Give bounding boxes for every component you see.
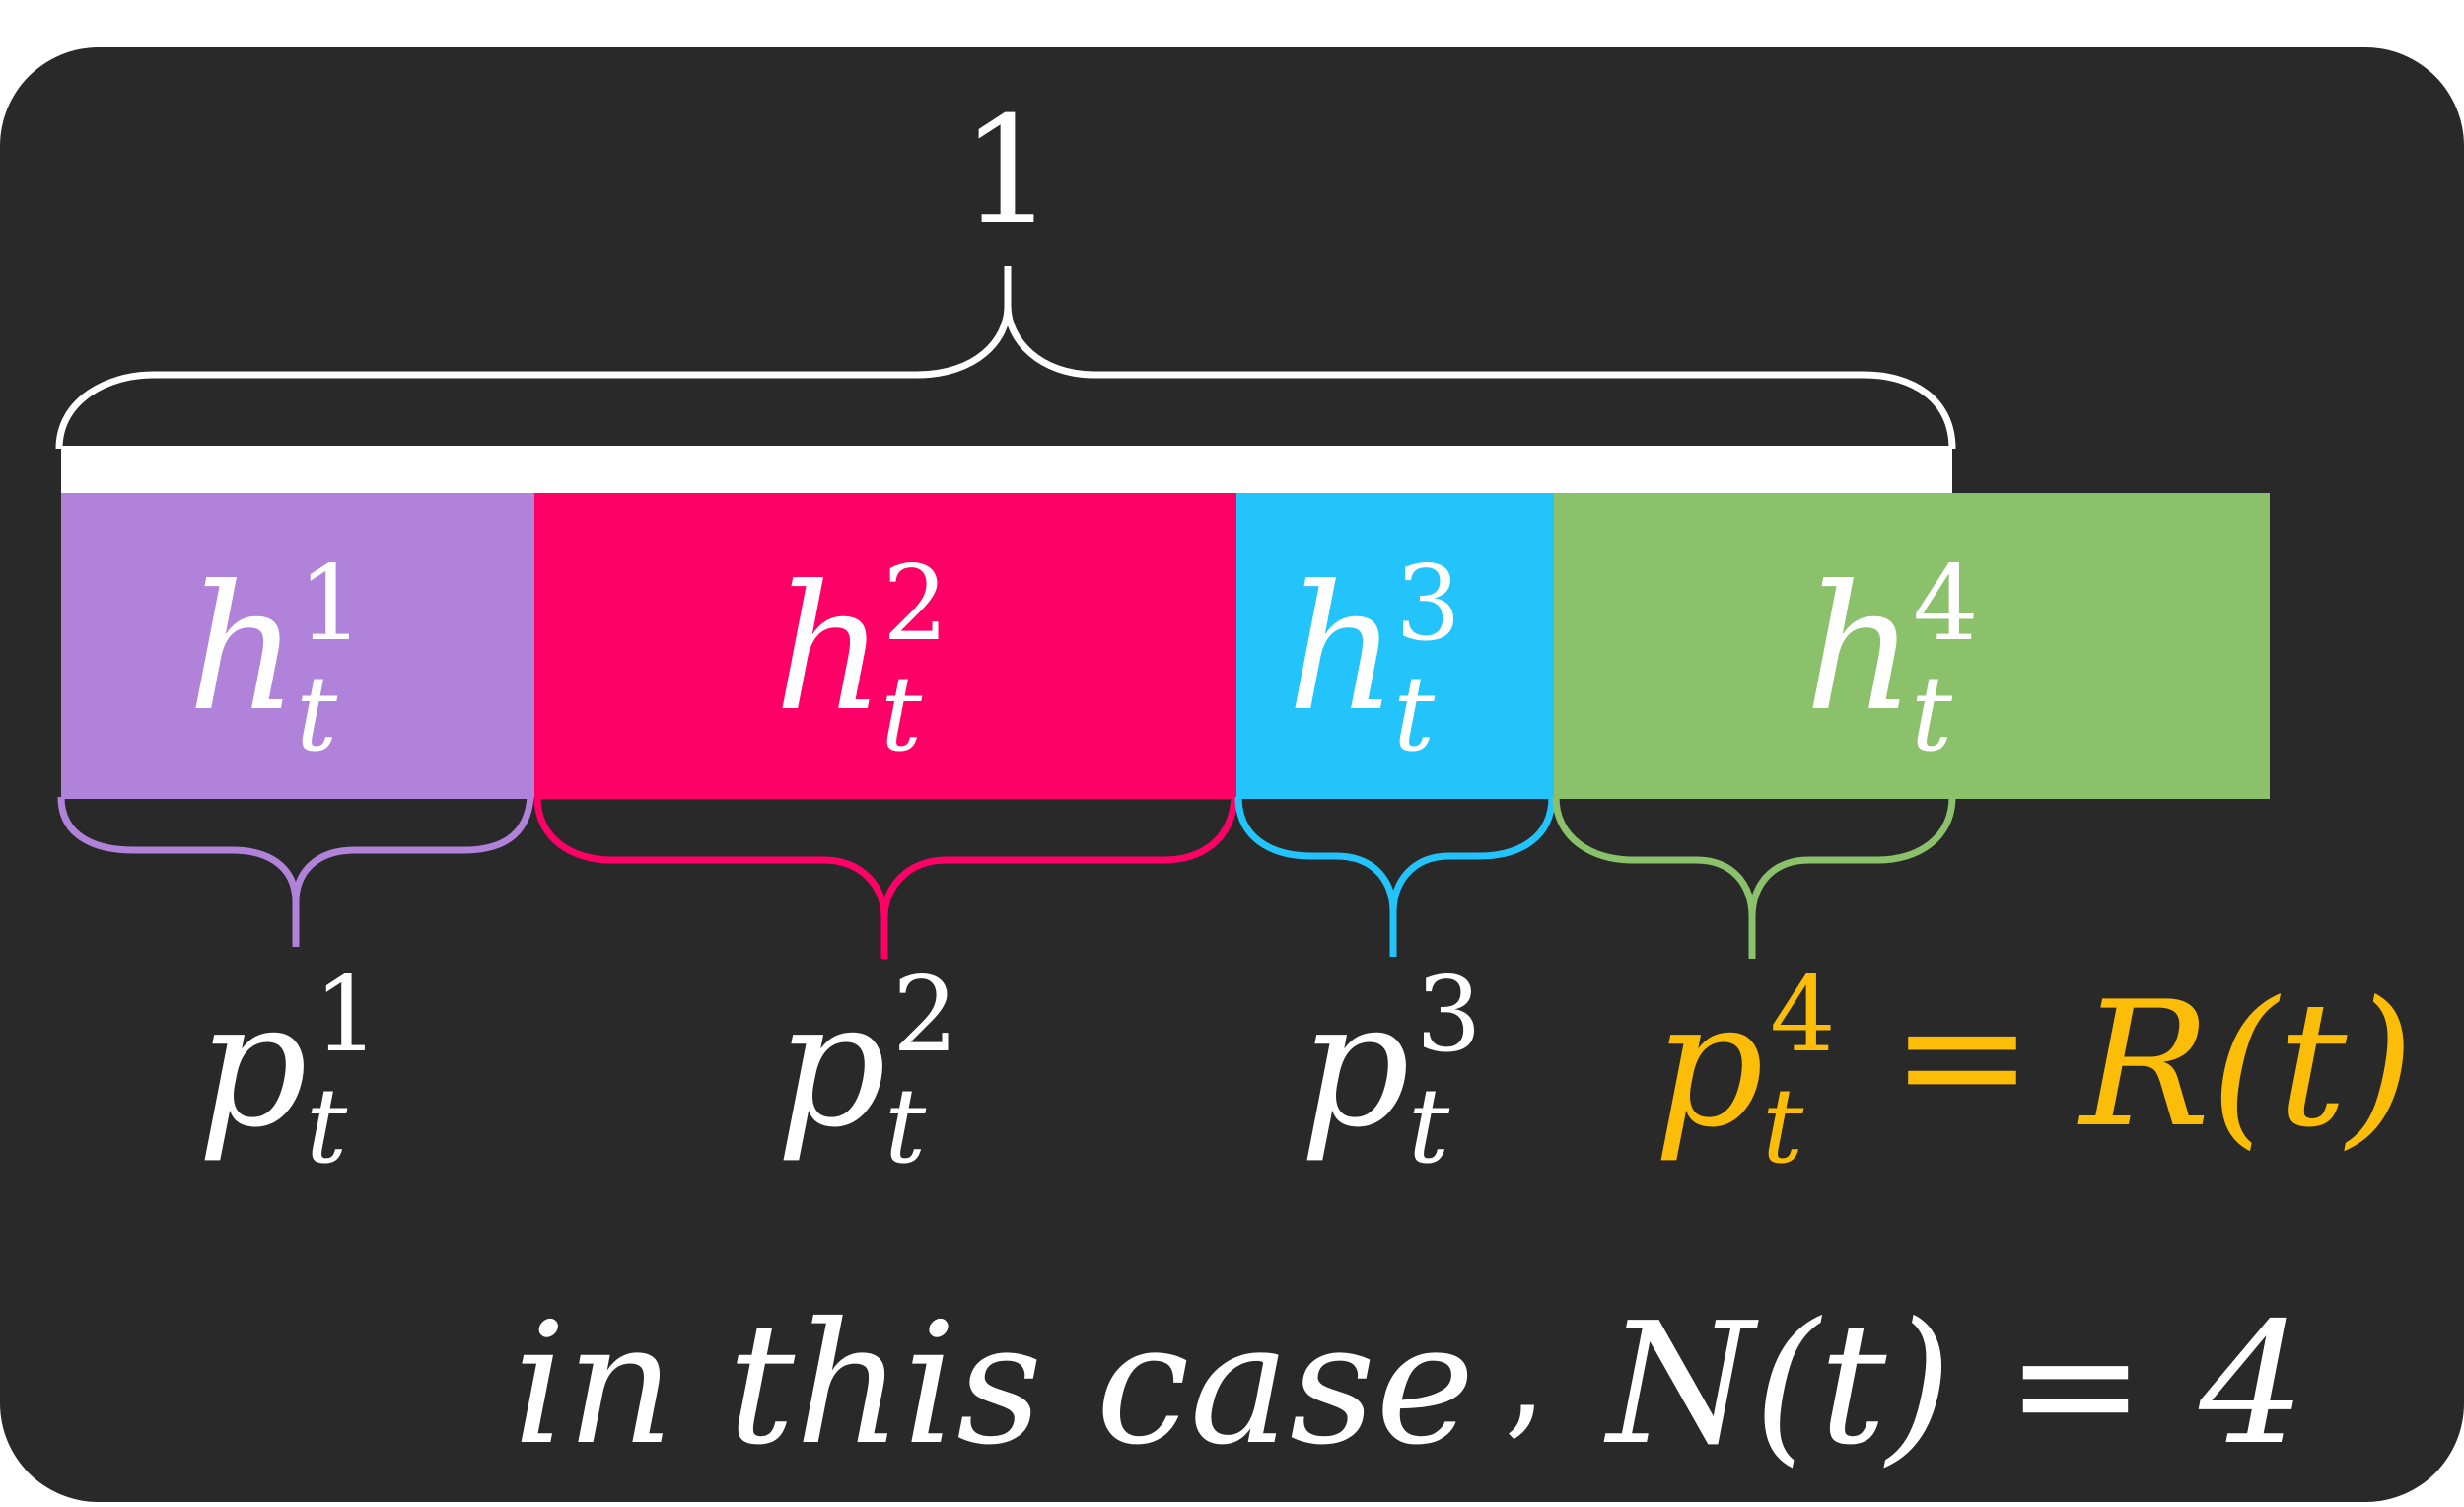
brace-p2 xyxy=(533,796,1238,959)
segment-h1 xyxy=(61,493,534,799)
brace-p1 xyxy=(57,796,534,947)
caption-text: in this case xyxy=(513,1287,1475,1482)
segment-label-h1: h 1 t xyxy=(187,543,364,774)
svg-text:2: 2 xyxy=(882,543,949,664)
svg-text:h: h xyxy=(187,549,299,750)
brace-p4 xyxy=(1552,796,1956,959)
svg-text:t: t xyxy=(296,654,338,774)
caption-comma: , xyxy=(1504,1293,1548,1454)
svg-text:3: 3 xyxy=(1395,543,1461,664)
svg-text:h: h xyxy=(1804,549,1916,750)
svg-text:4: 4 xyxy=(1770,955,1836,1075)
prob-label-p3: p 3 t xyxy=(1300,955,1482,1186)
remainder-equals: = xyxy=(1890,956,2035,1156)
segment-h2 xyxy=(534,493,1236,799)
svg-text:1: 1 xyxy=(314,955,380,1075)
svg-text:h: h xyxy=(1287,549,1398,750)
svg-text:p: p xyxy=(1300,966,1410,1166)
svg-text:p: p xyxy=(776,966,886,1166)
svg-text:1: 1 xyxy=(298,543,364,664)
brace-p3 xyxy=(1234,796,1556,957)
top-brace xyxy=(55,266,1956,450)
svg-text:t: t xyxy=(1911,654,1953,774)
svg-text:4: 4 xyxy=(1913,543,1979,664)
svg-text:p: p xyxy=(1654,966,1764,1166)
svg-text:t: t xyxy=(306,1066,348,1186)
prob-label-p4: p 4 t xyxy=(1654,955,1836,1186)
segment-label-h3: h 3 t xyxy=(1287,543,1461,774)
svg-text:t: t xyxy=(884,1066,927,1186)
segment-h4 xyxy=(1554,493,2270,799)
caption-equation: N(t) = 4 xyxy=(1603,1287,2305,1482)
unit-bar xyxy=(61,446,1952,493)
remainder-expression: R(t) xyxy=(2077,966,2415,1166)
svg-text:t: t xyxy=(1393,654,1436,774)
segment-label-h4: h 4 t xyxy=(1804,543,1979,774)
svg-text:h: h xyxy=(774,549,885,750)
svg-text:t: t xyxy=(1408,1066,1450,1186)
segment-label-h2: h 2 t xyxy=(774,543,949,774)
svg-text:t: t xyxy=(1762,1066,1804,1186)
svg-text:t: t xyxy=(880,654,923,774)
prob-label-p1: p 1 t xyxy=(197,955,380,1186)
segment-h3 xyxy=(1236,493,1554,799)
svg-text:p: p xyxy=(197,966,308,1166)
svg-text:2: 2 xyxy=(892,955,958,1075)
prob-label-p2: p 2 t xyxy=(776,955,958,1186)
svg-text:3: 3 xyxy=(1416,955,1482,1075)
top-brace-label: 1 xyxy=(960,86,1054,257)
